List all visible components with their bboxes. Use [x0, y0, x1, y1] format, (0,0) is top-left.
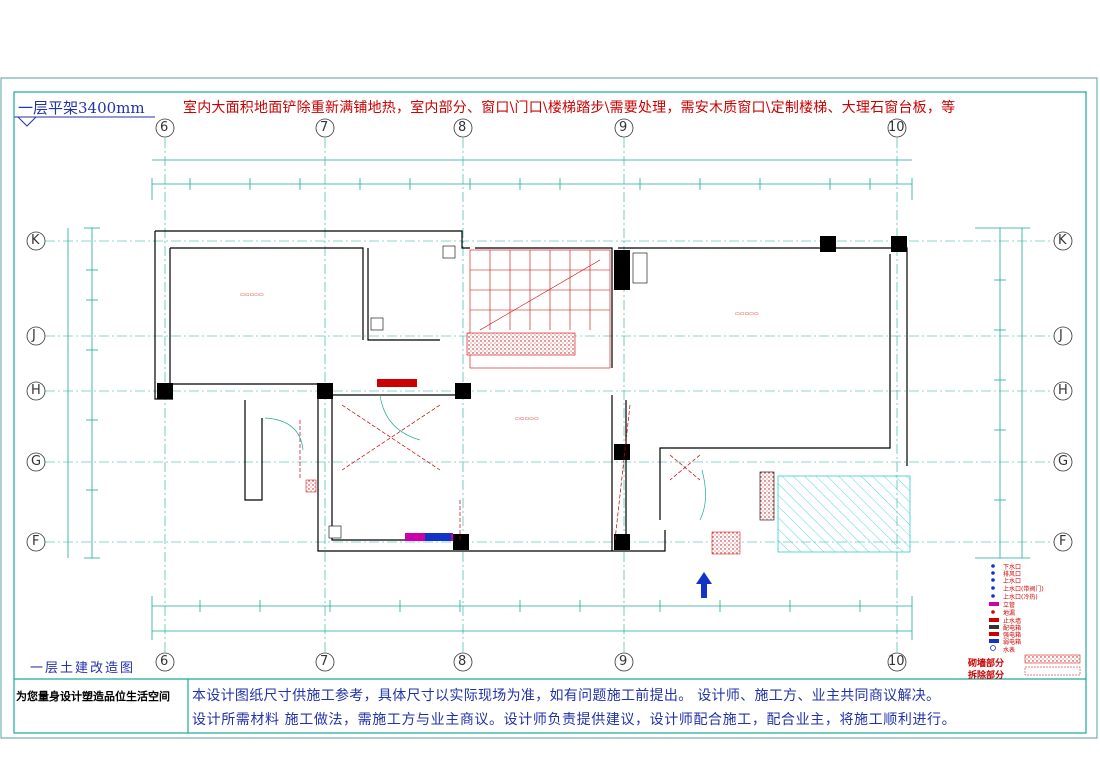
legend-item-7: 止水墙 — [1003, 618, 1022, 625]
svg-text:▭▭▭▭▭: ▭▭▭▭▭ — [735, 311, 759, 317]
brand-slogan: 为您量身设计塑造品位生活空间 — [16, 690, 170, 703]
axis-top-8: 8 — [458, 120, 467, 135]
axis-left-H: H — [31, 383, 41, 398]
axis-right-G: G — [1058, 454, 1069, 469]
side-axis-bubbles — [26, 231, 1073, 552]
axis-bottom-7: 7 — [320, 654, 329, 669]
axis-left-G: G — [31, 454, 42, 469]
new-wall-brick — [305, 479, 317, 493]
legend-item-5: 立管 — [1003, 602, 1016, 609]
bottom-dimension-lines — [151, 596, 913, 640]
axis-bottom-9: 9 — [619, 654, 628, 669]
top-dimension-lines — [151, 159, 913, 200]
column-axis-lines — [164, 138, 898, 655]
axis-right-K: K — [1058, 233, 1067, 248]
left-dimension-lines — [67, 227, 100, 559]
demolition-lines — [299, 404, 701, 541]
fixtures — [328, 245, 648, 539]
legend-item-3: 上水口(带阀门) — [1003, 586, 1044, 593]
legend-item-8: 配电箱 — [1003, 625, 1022, 632]
axis-top-7: 7 — [320, 120, 329, 135]
axis-top-10: 10 — [888, 120, 905, 135]
legend-item-4: 上水口(冷热) — [1003, 594, 1038, 601]
axis-right-F: F — [1059, 534, 1067, 549]
legend-item-10: 弱电箱 — [1003, 639, 1022, 646]
room-annotations: ▭▭▭▭▭ ▭▭▭▭▭ ▭▭▭▭▭ — [240, 292, 759, 422]
drawing-title: 一层平架3400mm — [18, 99, 145, 117]
legend-item-6: 地漏 — [1003, 610, 1016, 617]
svg-text:▭▭▭▭▭: ▭▭▭▭▭ — [515, 416, 539, 422]
plan-name: 一层土建改造图 — [30, 661, 136, 676]
demolished-wall-segment — [377, 379, 417, 387]
inner-frame — [13, 91, 1087, 734]
entrance-arrow-icon — [696, 572, 712, 598]
legend-item-2: 上水口 — [1003, 578, 1022, 585]
bottom-axis-bubbles — [155, 652, 907, 672]
top-axis-bubbles — [155, 118, 907, 138]
window-blue — [425, 533, 451, 541]
footer-note-1: 本设计图纸尺寸供施工参考，具体尺寸以实际现场为准，如有问题施工前提出。 设计师、… — [192, 688, 941, 704]
legend-item-11: 水表 — [1003, 647, 1016, 654]
footer-note-2: 设计所需材料 施工做法，需施工方与业主商议。设计师负责提供建议，设计师配合施工，… — [192, 712, 957, 728]
axis-left-F: F — [32, 534, 40, 549]
staircase — [469, 249, 611, 369]
svg-text:▭▭▭▭▭: ▭▭▭▭▭ — [240, 292, 264, 298]
legend-demo-part: 拆除部分 — [968, 671, 1005, 681]
new-wall-brick-2 — [711, 531, 741, 555]
legend-item-9: 强电箱 — [1003, 632, 1022, 639]
axis-bottom-10: 10 — [888, 654, 905, 669]
axis-top-6: 6 — [160, 120, 169, 135]
legend-symbols — [989, 564, 1081, 676]
axis-right-J: J — [1059, 328, 1063, 343]
door-swings — [264, 394, 706, 521]
balcony-hatch — [777, 475, 911, 553]
legend-wall-part: 砌墙部分 — [968, 659, 1005, 669]
axis-left-K: K — [31, 233, 40, 248]
stair-landing-demo — [466, 332, 576, 356]
renovation-note: 室内大面积地面铲除重新满铺地热，室内部分、窗口\门口\楼梯踏步\需要处理，需安木… — [183, 100, 956, 116]
chimney-duct — [759, 471, 775, 521]
legend-item-0: 下水口 — [1003, 564, 1022, 571]
axis-top-9: 9 — [619, 120, 628, 135]
axis-bottom-6: 6 — [160, 654, 169, 669]
right-dimension-lines — [975, 227, 1030, 559]
structural-columns — [157, 236, 907, 550]
axis-right-H: H — [1058, 383, 1068, 398]
axis-bottom-8: 8 — [458, 654, 467, 669]
axis-left-J: J — [32, 328, 36, 343]
legend-item-1: 排风口 — [1003, 571, 1022, 578]
